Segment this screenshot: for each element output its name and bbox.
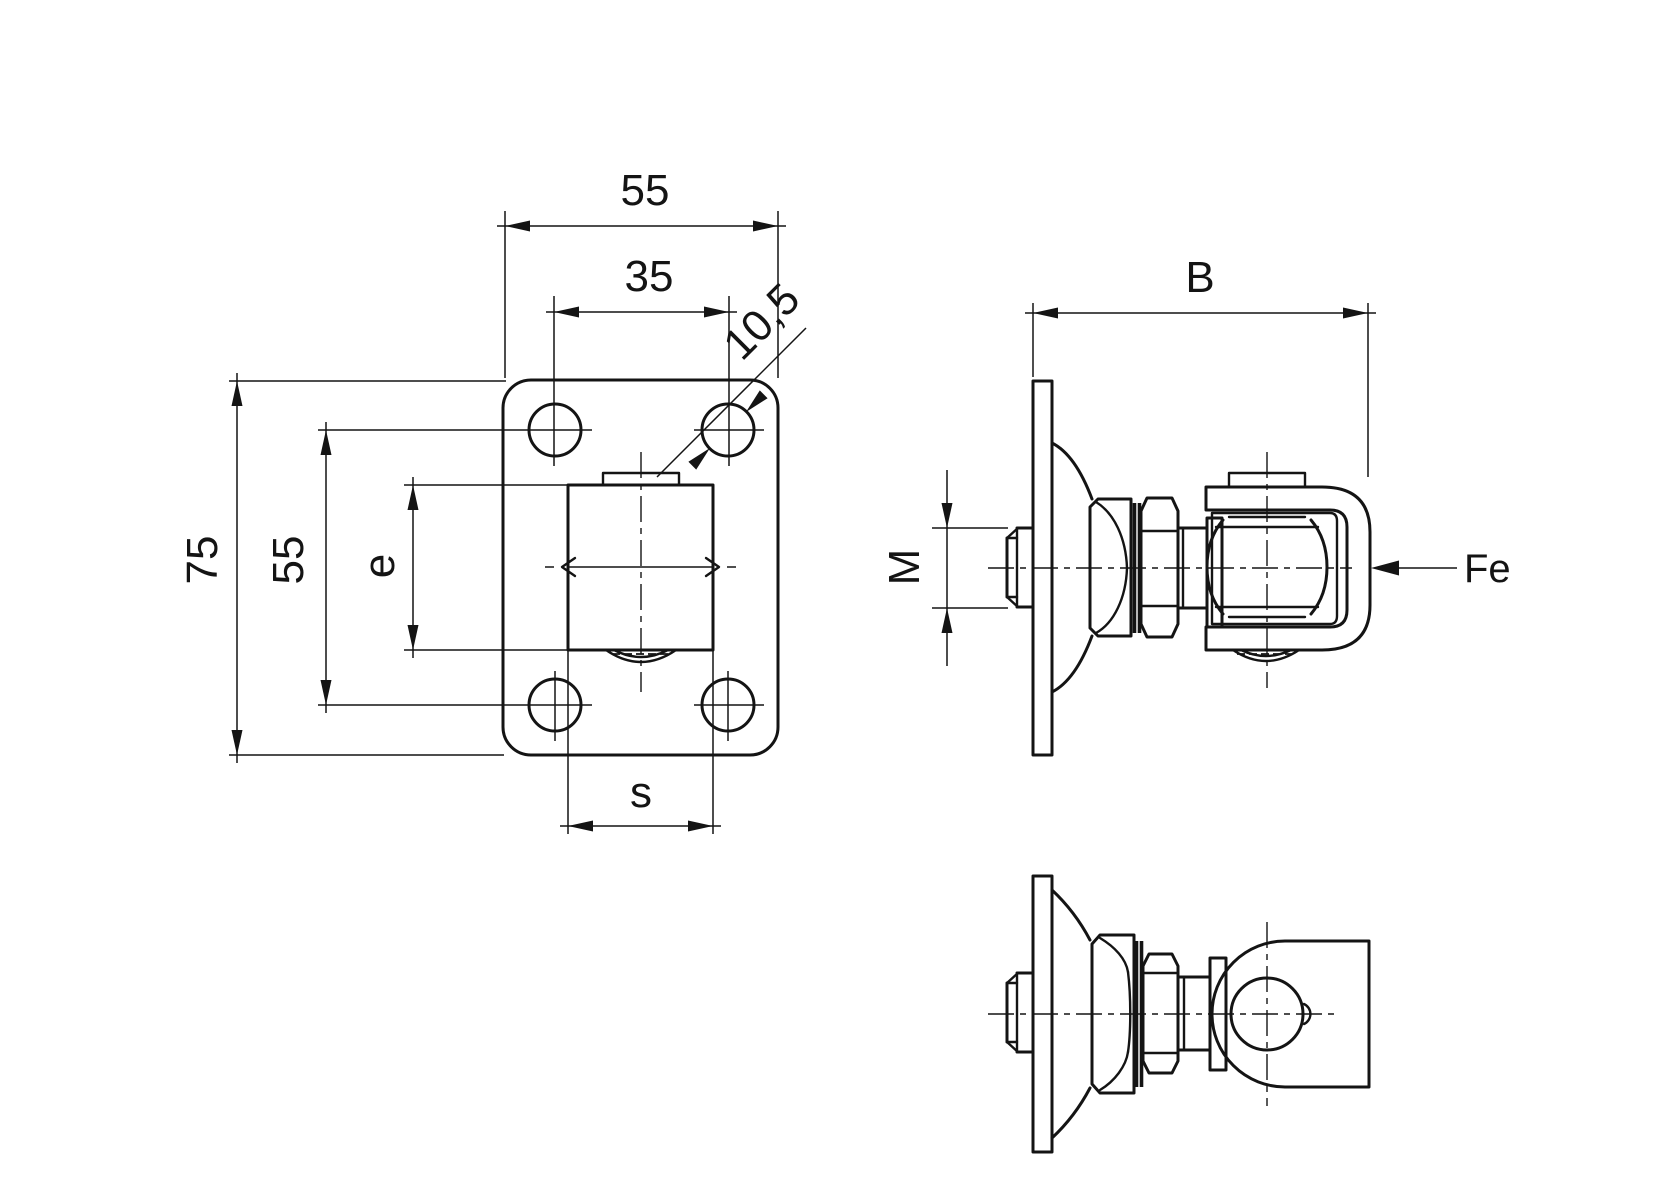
arrowhead xyxy=(688,448,710,470)
nut-dome-inner xyxy=(612,648,670,659)
arrowhead xyxy=(407,625,419,650)
arrowhead xyxy=(554,306,579,318)
arrowhead xyxy=(941,608,953,633)
dim-profile-width-label: s xyxy=(630,768,652,817)
arrowhead xyxy=(231,381,243,406)
arrowhead xyxy=(505,220,530,232)
mounting-plate-outline xyxy=(501,378,780,757)
cone-washer xyxy=(1050,1086,1092,1140)
arrowhead xyxy=(407,485,419,510)
swivel-ball xyxy=(1309,518,1329,616)
swivel-ball xyxy=(1205,518,1225,616)
bracket-plan xyxy=(1210,939,1371,1089)
hex-nut xyxy=(1141,952,1180,1075)
bracket-nut-dome-inner xyxy=(1239,648,1293,658)
force-label: Fe xyxy=(1464,547,1511,591)
hex-nut xyxy=(1139,496,1180,639)
arrowhead xyxy=(704,306,729,318)
arrowhead xyxy=(753,220,778,232)
force-arrowhead xyxy=(1371,560,1399,576)
dim-hole-spacing-h-label: 35 xyxy=(625,252,674,301)
plan-view xyxy=(988,874,1371,1154)
clamp-chevron-left xyxy=(560,556,577,578)
dim-width-label: 55 xyxy=(621,166,670,215)
arrowhead xyxy=(320,430,332,455)
cap-nut-facet xyxy=(1098,1050,1130,1092)
clamp-chevron-right xyxy=(704,556,721,578)
dim-depth-label: B xyxy=(1185,253,1214,302)
arrowhead xyxy=(746,390,768,412)
cap-nut xyxy=(1090,933,1136,1095)
dim-profile-height-label: e xyxy=(355,554,404,578)
arrowhead xyxy=(568,820,593,832)
dim-hole-spacing-v-label: 55 xyxy=(264,536,313,585)
side-view xyxy=(988,379,1372,757)
arrowhead xyxy=(1343,307,1368,319)
front-view xyxy=(318,296,780,757)
arrowhead xyxy=(1033,307,1058,319)
cap-nut xyxy=(1088,497,1133,638)
arrowhead xyxy=(231,730,243,755)
u-bracket xyxy=(1204,485,1372,652)
bracket-inner-liner xyxy=(1210,511,1339,626)
arrowhead xyxy=(320,680,332,705)
side-view-dimensions: B M Fe xyxy=(880,253,1511,666)
front-view-dimensions: 55 35 10,5 75 55 e s xyxy=(178,166,809,834)
dim-thread-label: M xyxy=(880,549,929,586)
cap-nut-facet xyxy=(1126,970,1132,1054)
dim-height-label: 75 xyxy=(178,536,227,585)
arrowhead xyxy=(941,503,953,528)
cone-washer xyxy=(1050,888,1092,942)
cone-washer xyxy=(1050,441,1094,501)
cone-washer xyxy=(1050,634,1094,694)
cap-nut-facet xyxy=(1098,936,1130,974)
dim-line-hole-diameter xyxy=(656,327,807,478)
arrowhead xyxy=(688,820,713,832)
